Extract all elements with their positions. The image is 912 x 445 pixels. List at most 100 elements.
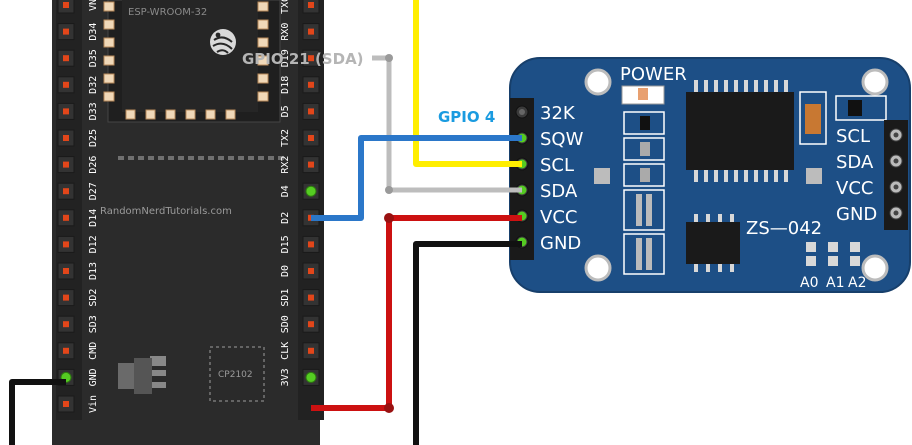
address-label-a0: A0 [800,275,818,291]
esp32-pin: D5 [280,102,320,120]
esp32-pin-label: D33 [88,102,99,120]
cp2102-chip: CP2102 [209,346,265,402]
rtc-pin-label: GND [540,233,581,254]
rtc-pin-label: SCL [836,126,870,147]
smd-components [623,111,665,275]
esp32-pin-label: D2 [280,212,291,224]
address-label-a2: A2 [848,275,866,291]
esp32-pin-label: 3V3 [280,368,291,386]
esp32-pin-label: D13 [88,262,99,280]
wire-vcc-red [311,215,522,411]
eeprom-chip [686,214,740,272]
esp32-pin: CLK [280,342,320,360]
esp32-pin-label: SD2 [88,289,99,307]
wires [9,0,522,445]
mounting-hole [861,254,889,282]
power-led [621,85,665,105]
esp32-pin-label: CMD [88,342,99,360]
esp32-pin-label: D5 [280,105,291,117]
wroom-module: ESP-WROOM-32 [103,0,281,123]
esp32-pin: SD0 [280,315,320,333]
brand-text: RandomNerdTutorials.com [100,206,232,217]
esp32-pin-headers: VND34D35D32D33D25D26D27D14D12D13SD2SD3CM… [57,0,320,413]
rtc-module: POWER [509,57,911,293]
esp32-pin: D14 [57,209,99,227]
esp32-pin-label: TX0 [280,0,291,14]
esp32-pin-label: RX0 [280,23,291,41]
esp32-pin-label: D27 [88,182,99,200]
esp32-pin: D33 [57,102,99,120]
rtc-pin-label: VCC [836,178,873,199]
gpio21-sda-label: GPIO 21 (SDA) [242,50,364,68]
esp32-pin: D4 [280,182,320,200]
esp32-pin-label: CLK [280,342,291,360]
esp32-pin: TX0 [280,0,320,14]
esp32-pin: D34 [57,23,99,41]
esp32-pin-label: D25 [88,129,99,147]
rtc-pin-label: SCL [540,155,574,176]
wire-gnd-black-esp [9,379,66,445]
esp32-pin: SD2 [57,289,99,307]
esp32-pin: SD1 [280,289,320,307]
rtc-pin: VCC [836,178,903,199]
solder-pad [806,168,822,184]
gpio4-label: GPIO 4 [438,108,495,126]
voltage-regulator [118,356,166,394]
esp32-pin-label: D14 [88,209,99,227]
esp32-pin: D0 [280,262,320,280]
esp32-pin: 3V3 [280,368,320,386]
esp32-pin: TX2 [280,129,320,147]
esp32-pin-label: D4 [280,185,291,197]
rtc-model-label: ZS—042 [746,218,822,239]
esp32-pin-label: SD0 [280,315,291,333]
esp32-board: ESP-WROOM-32 RandomNerdTutori [52,0,324,445]
rtc-pin: SCL [836,126,903,147]
esp32-pin: D27 [57,182,99,200]
esp32-pin: VN [57,0,99,14]
wire-scl-yellow [413,0,522,167]
mounting-hole [584,68,612,96]
wire-bend-node [385,54,393,62]
rtc-pin-label: SDA [540,181,578,202]
esp32-pin: SD3 [57,315,99,333]
esp32-pin-label: D35 [88,49,99,67]
usb-chip-label: CP2102 [218,370,253,380]
mounting-hole [584,254,612,282]
esp32-pin-label: Vin [88,395,99,413]
rtc-left-header [510,98,534,260]
esp32-pin: D13 [57,262,99,280]
esp32-pin: D32 [57,76,99,94]
esp32-pin: D18 [280,76,320,94]
esp32-pin-label: D34 [88,23,99,41]
esp32-pin: Vin [57,395,99,413]
wire-bend-node [384,403,394,413]
esp32-pin-label: D18 [280,76,291,94]
wire-bend-node [384,213,394,223]
mounting-hole [861,68,889,96]
power-label: POWER [620,64,687,85]
rtc-pin-label: 32K [540,103,576,124]
wire-sqw-blue [311,135,522,221]
solder-pad [594,168,610,184]
module-pads [103,1,269,120]
esp32-pin: D19 [280,49,320,67]
esp32-pin-label: GND [88,368,99,386]
esp32-pin-label: D32 [88,76,99,94]
address-label-a1: A1 [826,275,844,291]
espressif-logo-icon [210,29,236,55]
esp32-pin-label: RX2 [280,156,291,174]
esp32-pin-label: TX2 [280,129,291,147]
rtc-pin: SDA [836,152,903,173]
esp32-pin-label: D0 [280,265,291,277]
smd-transistor [835,95,887,121]
diode-component [799,91,827,145]
rtc-pin-label: SDA [836,152,874,173]
esp32-pin-label: D15 [280,235,291,253]
rtc-pin-label: VCC [540,207,577,228]
esp32-pin-label: VN [88,0,99,11]
wire-gnd-black-rtc [413,241,522,445]
rtc-pin-label: GND [836,204,877,225]
esp32-pin: D26 [57,156,99,174]
